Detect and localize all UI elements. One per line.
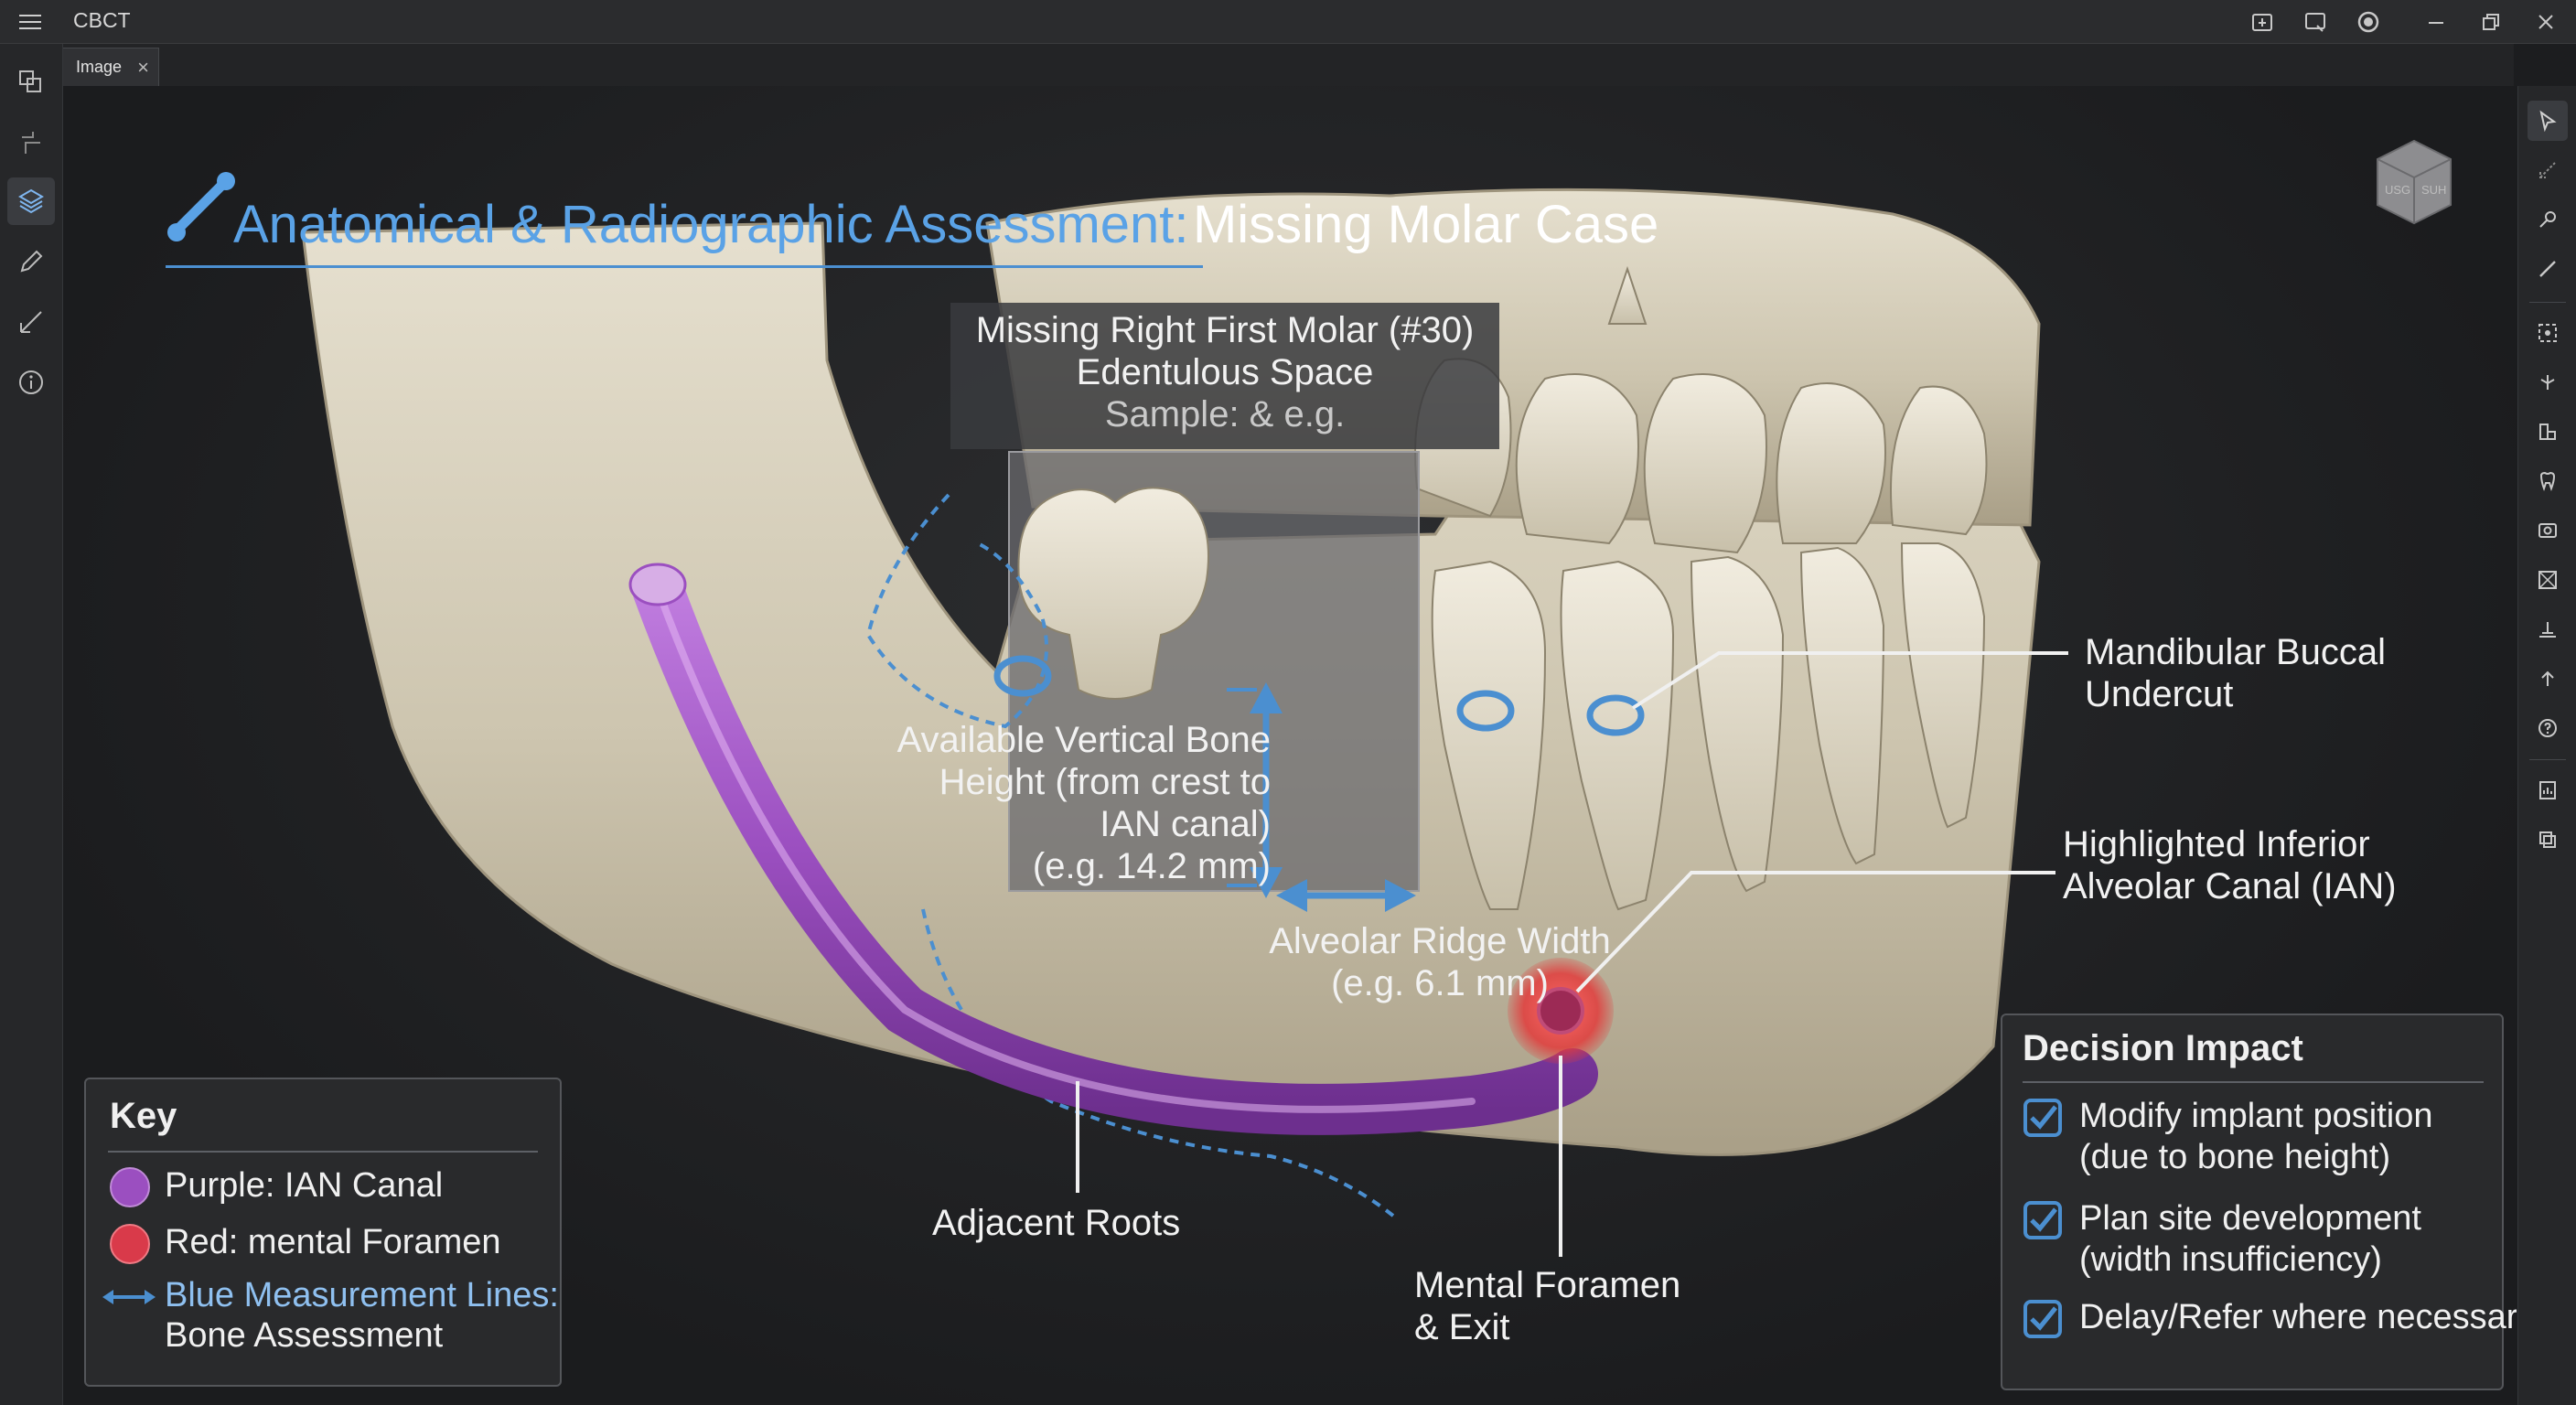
- figure-title: Anatomical & Radiographic Assessment: Mi…: [233, 194, 1658, 255]
- 3d-viewport[interactable]: USG SUH Anatomical & Radiographic Assess…: [63, 86, 2517, 1403]
- red-swatch: [110, 1224, 150, 1264]
- level-icon[interactable]: [2528, 609, 2568, 649]
- mandible-render: USG SUH: [167, 139, 2452, 1257]
- checkbox-icon[interactable]: [2023, 1098, 2063, 1138]
- adjacent-roots-label: Adjacent Roots: [932, 1203, 1181, 1243]
- molar-sample: [1017, 487, 1209, 700]
- tooth-tool-icon: [167, 172, 235, 241]
- decision-item-3: Delay/Refer where necessary: [2079, 1298, 2517, 1336]
- tab-label: Image: [76, 58, 123, 76]
- svg-text:SUH: SUH: [2421, 183, 2446, 197]
- minimize-icon[interactable]: [2420, 6, 2452, 38]
- toolbar-separator: [2529, 759, 2566, 760]
- more-icon[interactable]: [2528, 820, 2568, 860]
- record-icon[interactable]: [2353, 6, 2384, 38]
- key-title: Key: [110, 1096, 177, 1136]
- right-toolbar: [2517, 86, 2576, 1405]
- report-icon[interactable]: [2528, 770, 2568, 810]
- layers-icon[interactable]: [7, 177, 55, 225]
- segmentation-icon[interactable]: [7, 119, 55, 166]
- layers-stack-icon[interactable]: [2528, 412, 2568, 452]
- ruler-icon[interactable]: [2528, 249, 2568, 289]
- tab-image[interactable]: Image ×: [62, 48, 159, 86]
- leader-lines: [1076, 651, 2068, 1257]
- decision-title: Decision Impact: [2023, 1028, 2303, 1068]
- vertical-bone-label: Available Vertical Bone Height (from cre…: [896, 720, 1271, 886]
- key-item-ian: Purple: IAN Canal: [165, 1166, 444, 1205]
- buccal-undercut-label: Mandibular Buccal Undercut: [2085, 632, 2387, 714]
- pencil-icon[interactable]: [7, 238, 55, 285]
- slice-icon[interactable]: [2528, 560, 2568, 600]
- left-toolbar: [0, 44, 63, 1405]
- ian-canal-label: Highlighted Inferior Alveolar Canal (IAN…: [2063, 824, 2397, 906]
- title-bar: CBCT: [0, 0, 2576, 44]
- toolbar-separator: [2529, 302, 2566, 303]
- root-marker-2: [1456, 690, 1515, 732]
- decision-panel: Decision Impact Modify implant position …: [2001, 1014, 2517, 1390]
- title-main: Anatomical & Radiographic Assessment:: [233, 195, 1189, 254]
- screenshot-icon[interactable]: [2300, 6, 2331, 38]
- ridge-width-label: Alveolar Ridge Width (e.g. 6.1 mm): [1269, 921, 1611, 1003]
- checkbox-icon[interactable]: [2023, 1299, 2063, 1339]
- checkbox-icon[interactable]: [2023, 1200, 2063, 1240]
- close-tab-icon[interactable]: ×: [137, 56, 149, 79]
- purple-swatch: [110, 1167, 150, 1207]
- decision-divider: [2023, 1081, 2484, 1083]
- lower-teeth: [1431, 542, 1986, 911]
- tab-strip: Image ×: [62, 44, 2514, 86]
- upload-icon[interactable]: [2528, 659, 2568, 699]
- missing-molar-callout-box: [950, 303, 1499, 449]
- mental-foramen-label: Mental Foramen & Exit: [1414, 1265, 1681, 1347]
- vertical-height-arrow: [1227, 682, 1283, 898]
- buccal-outline-upper: [865, 493, 1048, 729]
- pivot-icon[interactable]: [2528, 362, 2568, 402]
- info-icon[interactable]: [7, 359, 55, 406]
- key-item-blue: Blue Measurement Lines:: [165, 1276, 559, 1314]
- decision-item-1: Modify implant position (due to bone hei…: [2079, 1097, 2433, 1176]
- probe-icon[interactable]: [2528, 199, 2568, 240]
- tooth-icon[interactable]: [2528, 461, 2568, 501]
- menu-icon[interactable]: [15, 6, 46, 38]
- double-arrow-icon: [102, 1290, 156, 1304]
- data-icon[interactable]: [7, 59, 55, 106]
- ridge-width-arrow: [1276, 879, 1416, 912]
- key-panel: Key Purple: IAN Canal Red: mental Forame…: [84, 1078, 562, 1387]
- root-marker-1: [993, 655, 1052, 697]
- snapshot-icon[interactable]: [2528, 510, 2568, 551]
- measure-icon[interactable]: [7, 298, 55, 346]
- app-title: CBCT: [73, 8, 131, 32]
- svg-text:USG: USG: [2385, 183, 2410, 197]
- missing-molar-label: Missing Right First Molar (#30) Edentulo…: [975, 310, 1475, 434]
- root-marker-3: [1586, 694, 1645, 736]
- key-item-blue-sub: Bone Assessment: [165, 1316, 444, 1355]
- title-sub: Missing Molar Case: [1192, 195, 1659, 254]
- close-icon[interactable]: [2530, 6, 2561, 38]
- center-icon[interactable]: [2528, 313, 2568, 353]
- crop-icon[interactable]: [2528, 150, 2568, 190]
- decision-item-2: Plan site development (width insufficien…: [2079, 1199, 2421, 1279]
- pointer-icon[interactable]: [2528, 101, 2568, 141]
- help-icon[interactable]: [2528, 708, 2568, 748]
- export-icon[interactable]: [2247, 6, 2278, 38]
- orientation-cube[interactable]: USG SUH: [2377, 139, 2452, 225]
- key-divider: [108, 1151, 538, 1153]
- title-underline: [166, 265, 1203, 268]
- restore-icon[interactable]: [2475, 6, 2506, 38]
- key-item-foramen: Red: mental Foramen: [165, 1223, 501, 1261]
